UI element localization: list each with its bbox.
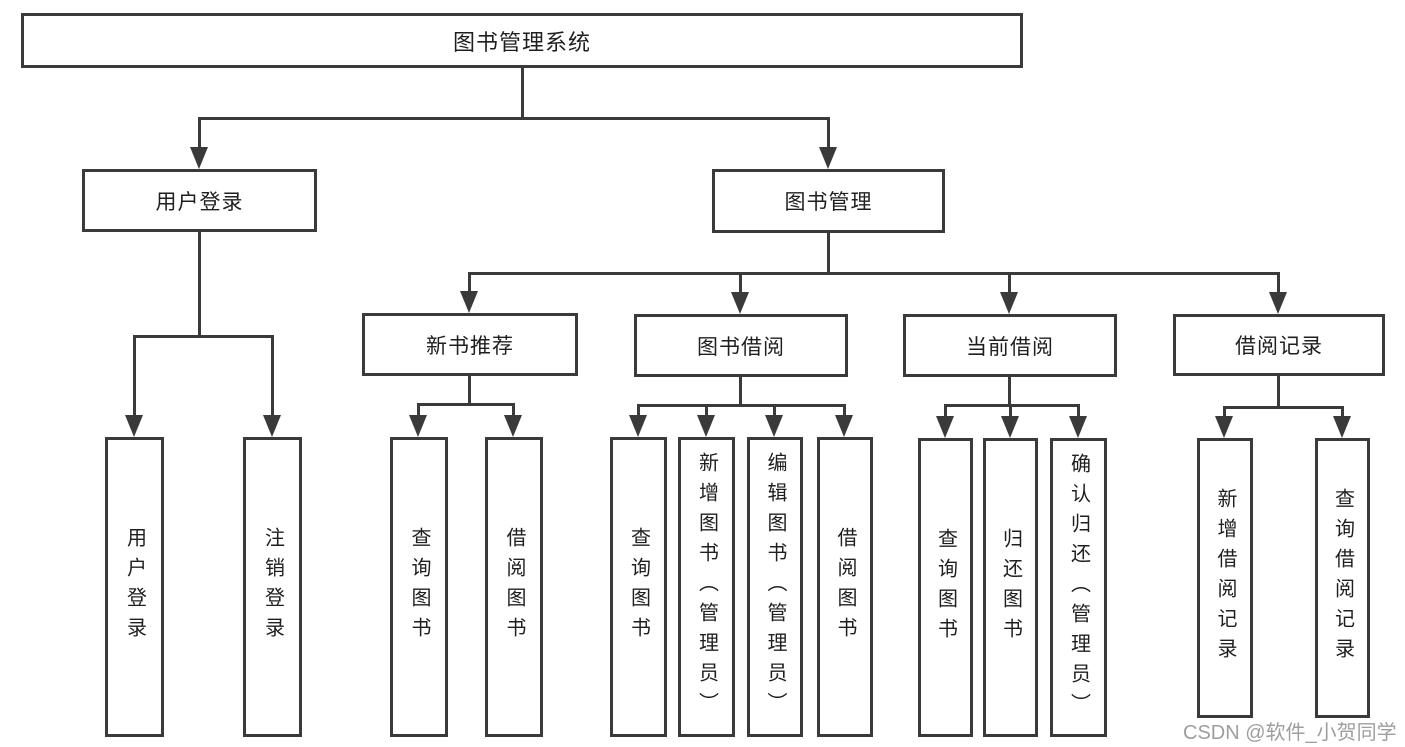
connector-line [944, 404, 1080, 407]
connector-line [827, 117, 830, 150]
node-label: 用户登录 [155, 190, 244, 214]
connector-line [417, 403, 515, 406]
leaf-label: 用户登录 [123, 527, 146, 647]
connector-line [944, 404, 947, 418]
leaf-query-books-borrowing: 查询图书 [610, 437, 667, 737]
connector-line [512, 403, 515, 417]
connector-line [843, 404, 846, 417]
leaf-logout-login: 注销登录 [243, 437, 302, 737]
connector-line [1223, 406, 1344, 409]
leaf-label: 查询借阅记录 [1331, 488, 1354, 668]
leaf-user-login: 用户登录 [105, 437, 164, 737]
connector-line [198, 117, 830, 120]
node-new-book-recommendation: 新书推荐 [362, 313, 578, 376]
connector-line [1277, 376, 1280, 406]
arrow-down-icon [731, 292, 749, 314]
arrow-down-icon [460, 291, 478, 313]
arrow-down-icon [835, 415, 853, 437]
leaf-add-borrow-record: 新增借阅记录 [1197, 438, 1253, 718]
connector-line [637, 404, 846, 407]
arrow-down-icon [629, 415, 647, 437]
arrow-down-icon [504, 415, 522, 437]
node-label: 图书管理 [784, 191, 873, 214]
arrow-down-icon [1269, 292, 1287, 314]
arrow-down-icon [697, 415, 715, 437]
node-book-borrowing: 图书借阅 [634, 314, 848, 377]
leaf-borrow-books-recommend: 借阅图书 [485, 437, 543, 737]
connector-line [1008, 377, 1011, 404]
connector-line [1077, 404, 1080, 418]
connector-line [1341, 406, 1344, 418]
node-book-management: 图书管理 [712, 169, 945, 233]
node-label: 图书管理系统 [452, 29, 591, 55]
node-library-system: 图书管理系统 [21, 13, 1023, 68]
connector-line [198, 117, 201, 150]
node-current-borrowing: 当前借阅 [903, 314, 1117, 377]
node-label: 新书推荐 [426, 334, 514, 358]
connector-line [271, 335, 274, 417]
leaf-label: 编辑图书（管理员） [764, 452, 786, 722]
connector-line [1009, 404, 1012, 418]
leaf-label: 借阅图书 [834, 527, 856, 647]
connector-line [1277, 272, 1280, 296]
arrow-down-icon [409, 415, 427, 437]
leaf-label: 查询图书 [934, 527, 957, 648]
arrow-down-icon [1001, 416, 1019, 438]
connector-line [133, 335, 274, 338]
watermark-csdn: CSDN @软件_小贺同学 [1183, 722, 1397, 744]
leaf-label: 查询图书 [627, 527, 650, 647]
node-label: 当前借阅 [966, 335, 1054, 359]
connector-line [705, 404, 708, 417]
connector-line [1223, 406, 1226, 418]
leaf-label: 新增借阅记录 [1214, 488, 1236, 668]
leaf-edit-books-admin: 编辑图书（管理员） [747, 437, 803, 737]
leaf-label: 确认归还（管理员） [1067, 452, 1090, 723]
arrow-down-icon [125, 415, 143, 437]
arrow-down-icon [1215, 416, 1233, 438]
leaf-add-books-admin: 新增图书（管理员） [678, 437, 735, 737]
connector-line [739, 377, 742, 404]
connector-line [468, 272, 471, 296]
leaf-confirm-return-admin: 确认归还（管理员） [1050, 438, 1107, 737]
leaf-label: 新增图书（管理员） [695, 452, 718, 722]
leaf-borrow-books-borrowing: 借阅图书 [817, 437, 873, 737]
leaf-query-books-recommend: 查询图书 [390, 437, 448, 737]
node-label: 图书借阅 [697, 335, 785, 359]
connector-line [827, 233, 830, 272]
connector-line [1008, 272, 1011, 296]
leaf-label: 注销登录 [261, 527, 284, 647]
leaf-return-books: 归还图书 [983, 438, 1038, 737]
node-user-login: 用户登录 [82, 169, 317, 232]
leaf-label: 借阅图书 [503, 527, 525, 647]
connector-line [773, 404, 776, 417]
leaf-query-books-current: 查询图书 [918, 438, 973, 737]
connector-line [637, 404, 640, 417]
connector-line [468, 376, 471, 403]
arrow-down-icon [819, 147, 837, 169]
leaf-label: 归还图书 [999, 527, 1022, 648]
arrow-down-icon [190, 147, 208, 169]
leaf-label: 查询图书 [408, 527, 430, 647]
connector-line [468, 272, 1280, 275]
connector-line [198, 232, 201, 335]
arrow-down-icon [1069, 416, 1087, 438]
node-borrowing-records: 借阅记录 [1173, 314, 1385, 376]
connector-line [521, 68, 524, 117]
node-label: 借阅记录 [1235, 335, 1323, 358]
arrow-down-icon [765, 415, 783, 437]
connector-line [133, 335, 136, 417]
leaf-query-borrow-record: 查询借阅记录 [1315, 438, 1370, 718]
arrow-down-icon [1000, 292, 1018, 314]
connector-line [739, 272, 742, 296]
arrow-down-icon [936, 416, 954, 438]
arrow-down-icon [263, 415, 281, 437]
connector-line [417, 403, 420, 417]
arrow-down-icon [1333, 416, 1351, 438]
